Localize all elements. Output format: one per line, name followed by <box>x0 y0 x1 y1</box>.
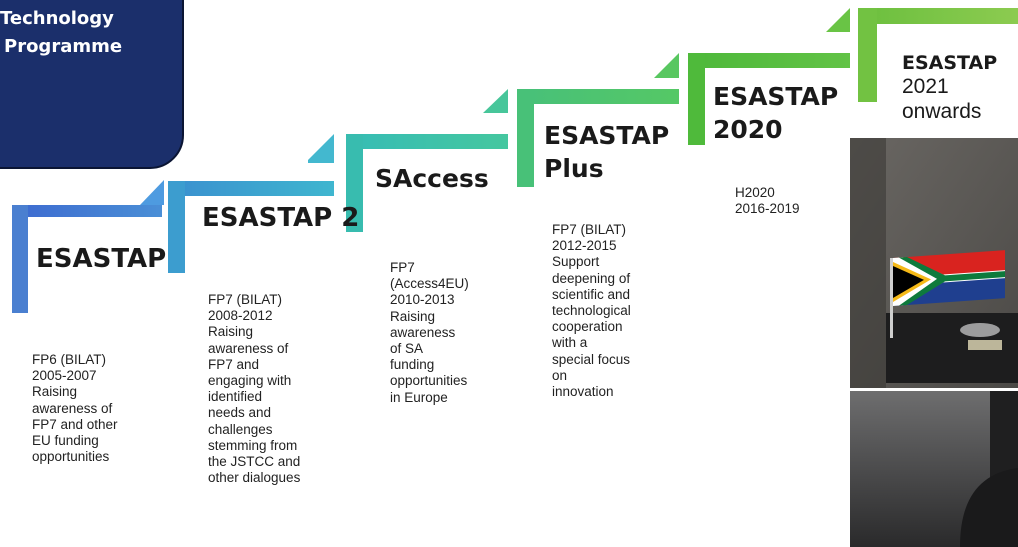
desc-line: engaging with <box>208 373 292 389</box>
step-4-bracket <box>517 53 679 187</box>
desc-line: Raising <box>208 324 254 340</box>
desc-line: cooperation <box>552 319 623 335</box>
desc-line: EU funding <box>32 433 99 449</box>
event-photo-scene <box>850 138 1018 547</box>
step-3-label: SAccess <box>375 164 489 193</box>
desc-line: with a <box>552 335 588 351</box>
desc-line: technological <box>552 303 631 319</box>
desc-line: on <box>552 367 568 383</box>
step-2-description: FP7 (BILAT) 2008-2012 Raising awareness … <box>208 292 300 486</box>
desc-line: FP6 (BILAT) <box>32 352 107 367</box>
step-1-label: ESASTAP <box>36 244 167 274</box>
desc-line: 2012-2015 <box>552 238 617 254</box>
desc-line: H2020 <box>735 185 775 200</box>
event-photo <box>850 138 1018 547</box>
desc-line: innovation <box>552 384 614 400</box>
title-line-2: Programme <box>4 36 123 57</box>
desc-line: opportunities <box>32 449 110 465</box>
step-4-label: ESASTAP Plus <box>544 119 669 185</box>
desc-line: 2016-2019 <box>735 201 800 217</box>
step-5-bracket <box>688 8 850 145</box>
desc-line: 2008-2012 <box>208 308 273 324</box>
flag <box>893 250 1005 306</box>
step-6-label-name: ESASTAP <box>902 52 998 74</box>
step-4-label-line-2: Plus <box>544 154 604 183</box>
step-6-label-sub-1: 2021 <box>902 75 949 98</box>
desc-line: the JSTCC and <box>208 454 301 470</box>
desc-line: awareness of <box>208 340 289 356</box>
desc-line: opportunities <box>390 373 468 389</box>
step-6-label-sub-2: onwards <box>902 100 982 123</box>
desc-line: awareness of <box>32 400 113 416</box>
step-4-description: FP7 (BILAT) 2012-2015 Support deepening … <box>552 222 631 400</box>
desc-line: FP7 <box>390 260 415 275</box>
programme-title-box <box>0 0 184 169</box>
desc-line: 2010-2013 <box>390 292 455 308</box>
desc-line: needs and <box>208 405 272 421</box>
step-3-bracket <box>346 89 508 232</box>
desc-line: FP7 and <box>208 356 260 372</box>
title-line-1: Technology <box>0 8 114 29</box>
desc-line: other dialogues <box>208 470 301 486</box>
step-4-label-line-1: ESASTAP <box>544 121 670 150</box>
step-6-label: ESASTAP 2021 onwards <box>902 52 997 124</box>
step-5-label: ESASTAP 2020 <box>713 80 838 146</box>
desc-line: scientific and <box>552 286 631 302</box>
step-5-label-line-2: 2020 <box>713 115 783 144</box>
desc-line: FP7 (BILAT) <box>552 222 627 237</box>
step-1-bracket <box>12 180 164 313</box>
desc-line: Raising <box>390 308 436 324</box>
desc-line: FP7 (BILAT) <box>208 292 283 307</box>
step-2-label: ESASTAP 2 <box>202 203 360 233</box>
step-5-description: H2020 2016-2019 <box>735 185 800 217</box>
step-2-bracket <box>168 134 334 273</box>
desc-line: (Access4EU) <box>390 276 469 292</box>
desc-line: awareness <box>390 324 456 340</box>
step-6-bracket <box>858 8 1018 102</box>
desc-line: Support <box>552 254 600 270</box>
desc-line: stemming from <box>208 437 298 453</box>
desc-line: funding <box>390 357 435 373</box>
step-1-description: FP6 (BILAT) 2005-2007 Raising awareness … <box>32 352 118 465</box>
desc-line: in Europe <box>390 389 448 405</box>
desc-line: Raising <box>32 384 78 400</box>
desc-line: deepening of <box>552 270 631 286</box>
programme-title: Technology Programme <box>0 5 170 61</box>
desc-line: special focus <box>552 351 631 367</box>
step-3-description: FP7 (Access4EU) 2010-2013 Raising awaren… <box>390 260 469 406</box>
desc-line: identified <box>208 389 263 405</box>
desc-line: of SA <box>390 341 424 357</box>
desc-line: challenges <box>208 421 273 437</box>
desc-line: 2005-2007 <box>32 368 97 384</box>
desc-line: FP7 and other <box>32 416 118 432</box>
step-5-label-line-1: ESASTAP <box>713 82 839 111</box>
